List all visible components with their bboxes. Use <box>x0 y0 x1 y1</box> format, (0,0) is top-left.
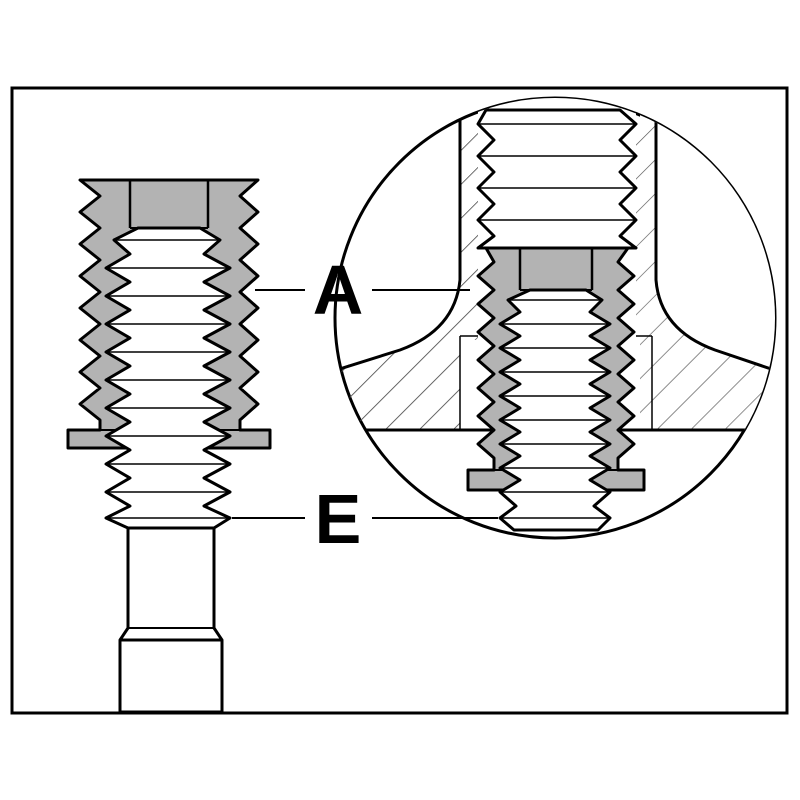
magnified-bolt-threads <box>498 288 612 532</box>
callout-a: A <box>255 251 470 329</box>
label-a: A <box>313 251 364 329</box>
bolt-threads <box>104 226 232 530</box>
label-e: E <box>315 480 362 558</box>
bolt-shank <box>118 526 224 714</box>
upper-screw-threads <box>476 108 638 250</box>
full-insert-view <box>66 178 272 714</box>
magnified-detail <box>333 96 777 540</box>
callout-e: E <box>232 480 498 558</box>
